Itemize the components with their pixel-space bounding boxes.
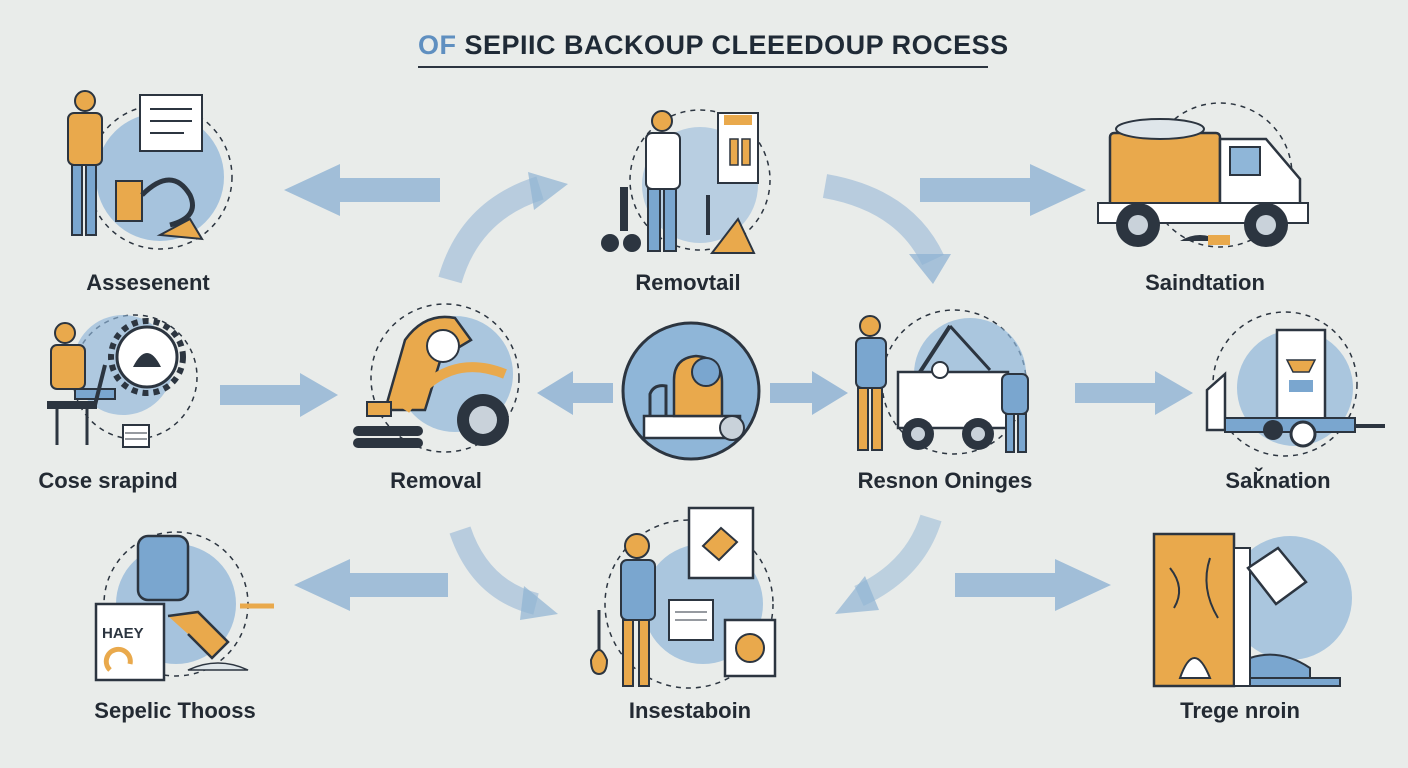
- root-pipe-icon: [1152, 532, 1352, 688]
- step-septic-thoss: HAEY: [88, 520, 288, 690]
- step-sanitation-mid: [1195, 310, 1390, 460]
- arrow-right-top: [920, 164, 1086, 216]
- step-label-sanitation-mid: Saǩnation: [1225, 468, 1331, 493]
- worker-gear-icon: [47, 314, 198, 448]
- step-label-response: Resnon Oninges: [857, 468, 1033, 493]
- step-label-assessment: Assesenent: [86, 270, 210, 295]
- step-label-inspection: Insestaboin: [628, 698, 752, 723]
- title-underline: [418, 66, 988, 68]
- step-removal-mid: [345, 300, 535, 460]
- step-tree-root: [1150, 528, 1352, 693]
- step-inspection: [585, 500, 785, 695]
- step-sanitation-top: [1090, 95, 1320, 265]
- arrow-right-bottom: [955, 559, 1111, 611]
- arrow-right-mid-3: [770, 371, 848, 415]
- step-label-tree-root: Trege nroin: [1180, 698, 1300, 723]
- tow-truck-workers-icon: [855, 309, 1029, 455]
- center-hub: [620, 320, 762, 462]
- arrow-curve-down-right: [835, 514, 942, 614]
- excavator-icon: [353, 303, 520, 453]
- step-label-sanitation-top: Saindtation: [1145, 270, 1265, 295]
- step-assessment: [60, 85, 240, 255]
- page-title: OF SEPIIC BACKOUP CLEEEDOUP ROCESS: [418, 30, 1008, 61]
- step-label-removal-top: Removtail: [635, 270, 741, 295]
- step-label-close-scraping: Cose srapind: [38, 468, 178, 493]
- title-main: SEPIIC BACKOUP CLEEEDOUP ROCESS: [464, 30, 1009, 60]
- arrow-curve-up: [438, 172, 568, 284]
- worker-shovel-icon: [601, 109, 771, 254]
- arrow-curve-down: [822, 174, 951, 284]
- worker-sign-icon: HAEY: [94, 531, 274, 682]
- arrow-left-top: [284, 164, 440, 216]
- step-response: [850, 309, 1040, 460]
- arrow-left-bottom: [294, 559, 448, 611]
- step-removal-top: [600, 95, 790, 265]
- pump-machine-icon: [621, 321, 761, 461]
- worker-inspect-icon: [589, 506, 777, 689]
- worker-clipboard-icon: [67, 90, 233, 250]
- step-label-septic-thoss: Sepelic Thooss: [94, 698, 256, 723]
- step-label-removal-mid: Removal: [390, 468, 482, 493]
- sanitation-equipment-icon: [1205, 311, 1385, 457]
- step-close-scraping: [35, 305, 198, 455]
- arrow-curve-down-left: [449, 526, 558, 620]
- arrow-right-mid-1: [220, 373, 338, 417]
- sign-text: HAEY: [102, 625, 144, 642]
- title-accent: OF: [418, 30, 457, 60]
- arrow-left-mid-2: [537, 371, 613, 415]
- truck-icon: [1097, 102, 1309, 248]
- arrow-right-mid-4: [1075, 371, 1193, 415]
